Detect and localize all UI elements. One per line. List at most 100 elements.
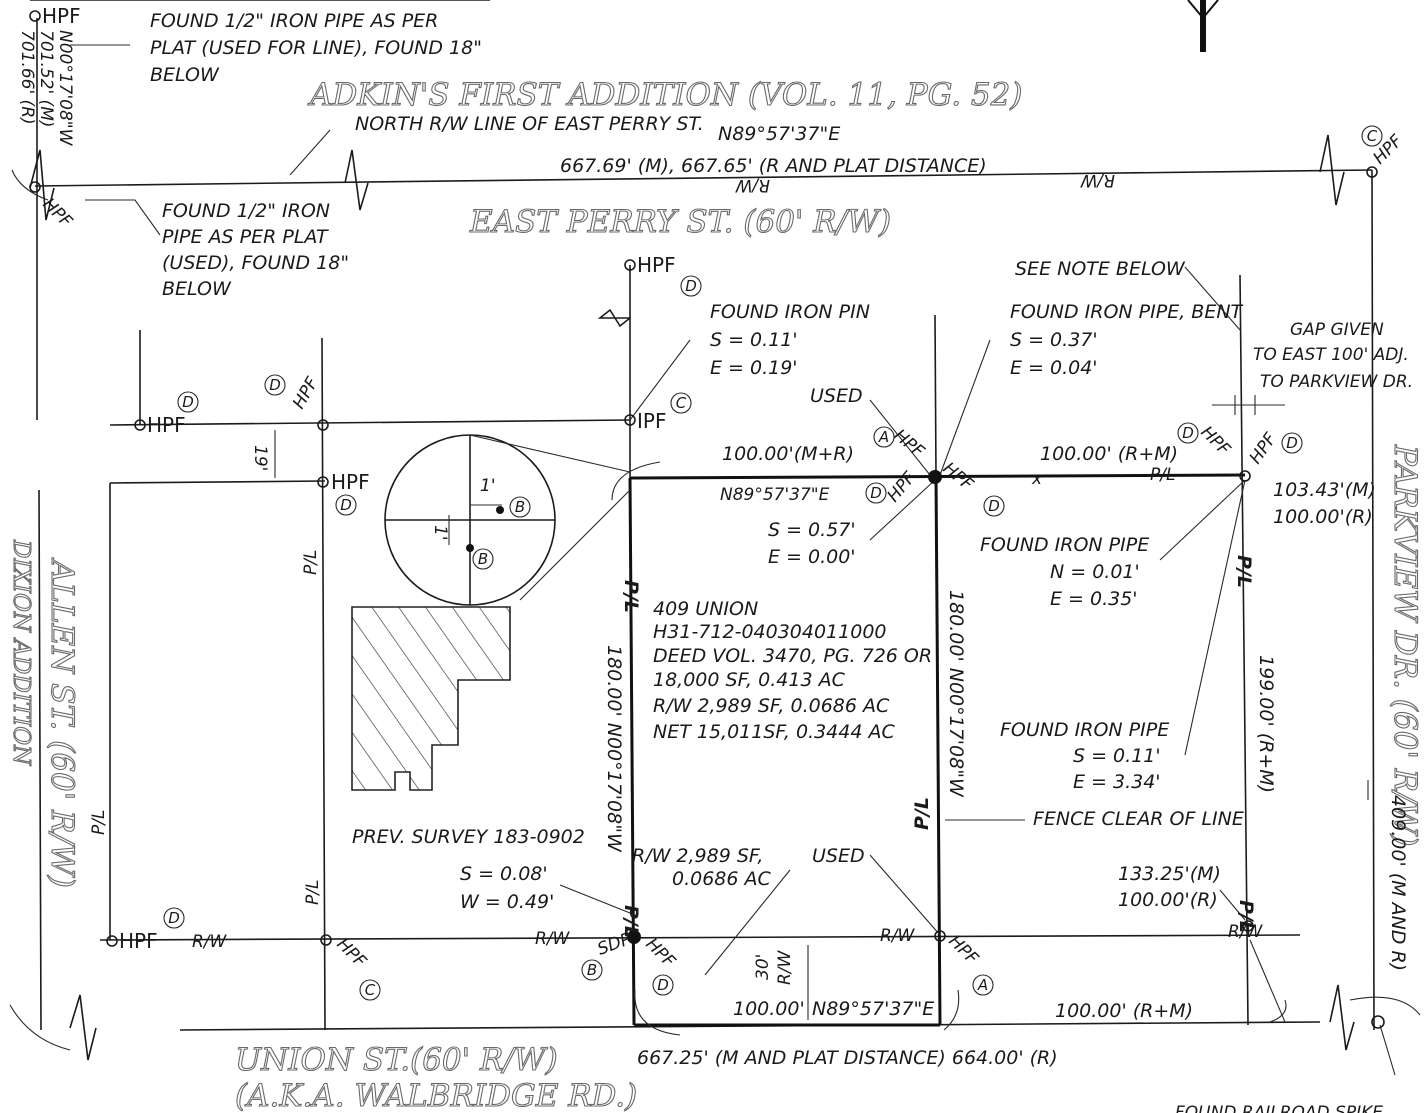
rw-mark: R/W [192,932,228,952]
note-pipe-n: FOUND IRON PIPE [980,534,1149,556]
hpf-label: HPF [1246,429,1281,468]
circled-markers: C D D D D C A D D D D B B D C B D A [163,125,1383,1001]
note-s057: S = 0.57' [768,519,856,541]
svg-text:C: C [1367,127,1378,145]
note-pipe-s: S = 0.11' [1073,745,1161,767]
parcel-line: NET 15,011SF, 0.3444 AC [653,721,895,743]
hpf-label: HPF [331,470,370,494]
leaders [70,44,1396,1076]
dim-r-10000: 100.00'(R) [1273,506,1373,528]
hpf-label: HPF [147,413,186,437]
street-allen: ALLEN ST. (60' R/W) [44,557,80,888]
ipf-label: IPF [637,409,666,433]
parcel-line: H31-712-040304011000 [653,621,887,643]
svg-text:C: C [676,394,687,412]
pl-mark: P/L [1233,555,1255,588]
note-gap: GAP GIVEN [1290,320,1384,340]
pl-mark: P/L [303,880,323,905]
note-rw-area: 0.0686 AC [672,868,772,890]
street-perry: EAST PERRY ST. (60' R/W) [469,204,891,240]
note-rw-area: R/W 2,989 SF, [632,845,763,867]
svg-text:A: A [977,976,988,994]
note-fence: FENCE CLEAR OF LINE [1033,808,1244,830]
svg-text:D: D [340,496,352,514]
dim-19: 19' [250,445,270,471]
note-pipe-n: N = 0.01' [1050,561,1140,583]
pl-mark: P/L [301,550,321,575]
note-bent-pipe: S = 0.37' [1010,329,1098,351]
parcel-line: R/W 2,989 SF, 0.0686 AC [653,695,890,717]
hpf-label: HPF [119,929,158,953]
note-prev-survey: PREV. SURVEY 183-0902 [352,826,585,848]
pl-mark: P/L [911,797,933,830]
dim-bottom-right-100: 100.00' (R+M) [1055,1000,1193,1022]
dim-west-180: 180.00' N00°17'08"W [603,645,625,853]
svg-text:D: D [168,909,180,927]
x-mark: x [1031,469,1043,489]
monuments [29,10,1385,1029]
pl-mark: P/L [89,810,109,835]
dim-1b: 1' [430,525,450,541]
pl-mark: P/L [620,580,642,613]
street-adkins: ADKIN'S FIRST ADDITION (VOL. 11, PG. 52) [307,77,1022,113]
hpf-label: HPF [884,468,921,506]
dim-r-13325: 133.25'(M) [1118,863,1221,885]
note-see-below: SEE NOTE BELOW [1015,258,1186,280]
svg-text:D: D [182,393,194,411]
dim-30: 30' [753,954,773,980]
svg-text:D: D [988,497,1000,515]
hpf-label: HPF [637,253,676,277]
svg-text:C: C [365,981,376,999]
note-gap: TO EAST 100' ADJ. [1253,345,1409,365]
dim-r-10000b: 100.00'(R) [1118,889,1218,911]
dim-left-r: 701.66' (R) [17,30,37,125]
parcel-line: 18,000 SF, 0.413 AC [653,669,846,691]
svg-text:D: D [685,277,697,295]
note-iron-pin: FOUND IRON PIN [710,301,870,323]
street-union-aka: (A.K.A. WALBRIDGE RD.) [235,1078,637,1113]
dim-east-180: 180.00' N00°17'08"W [945,590,967,798]
dim-top-bearing: N89°57'37"E [720,485,830,505]
street-parkview: PARKVIEW DR. (60' R/W) [1387,444,1423,846]
dim-r-409: 409.00' (M AND R) [1387,795,1409,971]
dim-right-100: 100.00' (R+M) [1040,443,1178,465]
note-left-pipe: (USED), FOUND 18" [162,252,349,274]
pl-mark: P/L [620,905,642,938]
dim-left-bearing: N00°17'08"W [55,30,75,147]
north-arrow-icon [1187,0,1219,52]
rw-mark: R/W [1228,922,1264,942]
svg-text:D: D [1182,424,1194,442]
hpf-label: HPF [641,934,679,972]
note-s008: S = 0.08' [460,863,548,885]
note-iron-pin: S = 0.11' [710,329,798,351]
street-union: UNION ST.(60' R/W) [235,1042,558,1078]
note-pipe-n: E = 0.35' [1050,588,1138,610]
hpf-label: HPF [42,4,81,28]
hpf-label: HPF [890,426,928,463]
note-tl-pipe: PLAT (USED FOR LINE), FOUND 18" [150,37,482,59]
svg-text:B: B [515,498,525,516]
dim-left-m: 701.52' (M) [36,30,56,128]
note-pipe-s: FOUND IRON PIPE [1000,719,1169,741]
note-pipe-s: E = 3.34' [1073,771,1161,793]
pl-mark: P/L [1150,465,1175,485]
note-used-bottom: USED [812,845,865,867]
hpf-label: HPF [1196,422,1234,460]
dim-bottom-100: 100.00' [733,998,805,1020]
svg-text:D: D [269,376,281,394]
dim-perry-distance: 667.69' (M), 667.65' (R AND PLAT DISTANC… [560,155,987,177]
dim-top-100: 100.00'(M+R) [722,443,854,465]
parcel-line: 409 UNION [653,598,758,620]
note-left-pipe: BELOW [162,278,232,300]
dim-1a: 1' [480,476,496,496]
note-s008: W = 0.49' [460,891,554,913]
svg-text:D: D [657,976,669,994]
parcel-line: DEED VOL. 3470, PG. 726 OR [653,645,932,667]
street-lines [9,0,1421,1061]
detail-circle [384,434,631,606]
note-left-pipe: FOUND 1/2" IRON [162,200,330,222]
dim-perry-bearing: N89°57'37"E [718,123,840,145]
note-tl-pipe: BELOW [150,64,220,86]
svg-text:A: A [878,428,889,446]
